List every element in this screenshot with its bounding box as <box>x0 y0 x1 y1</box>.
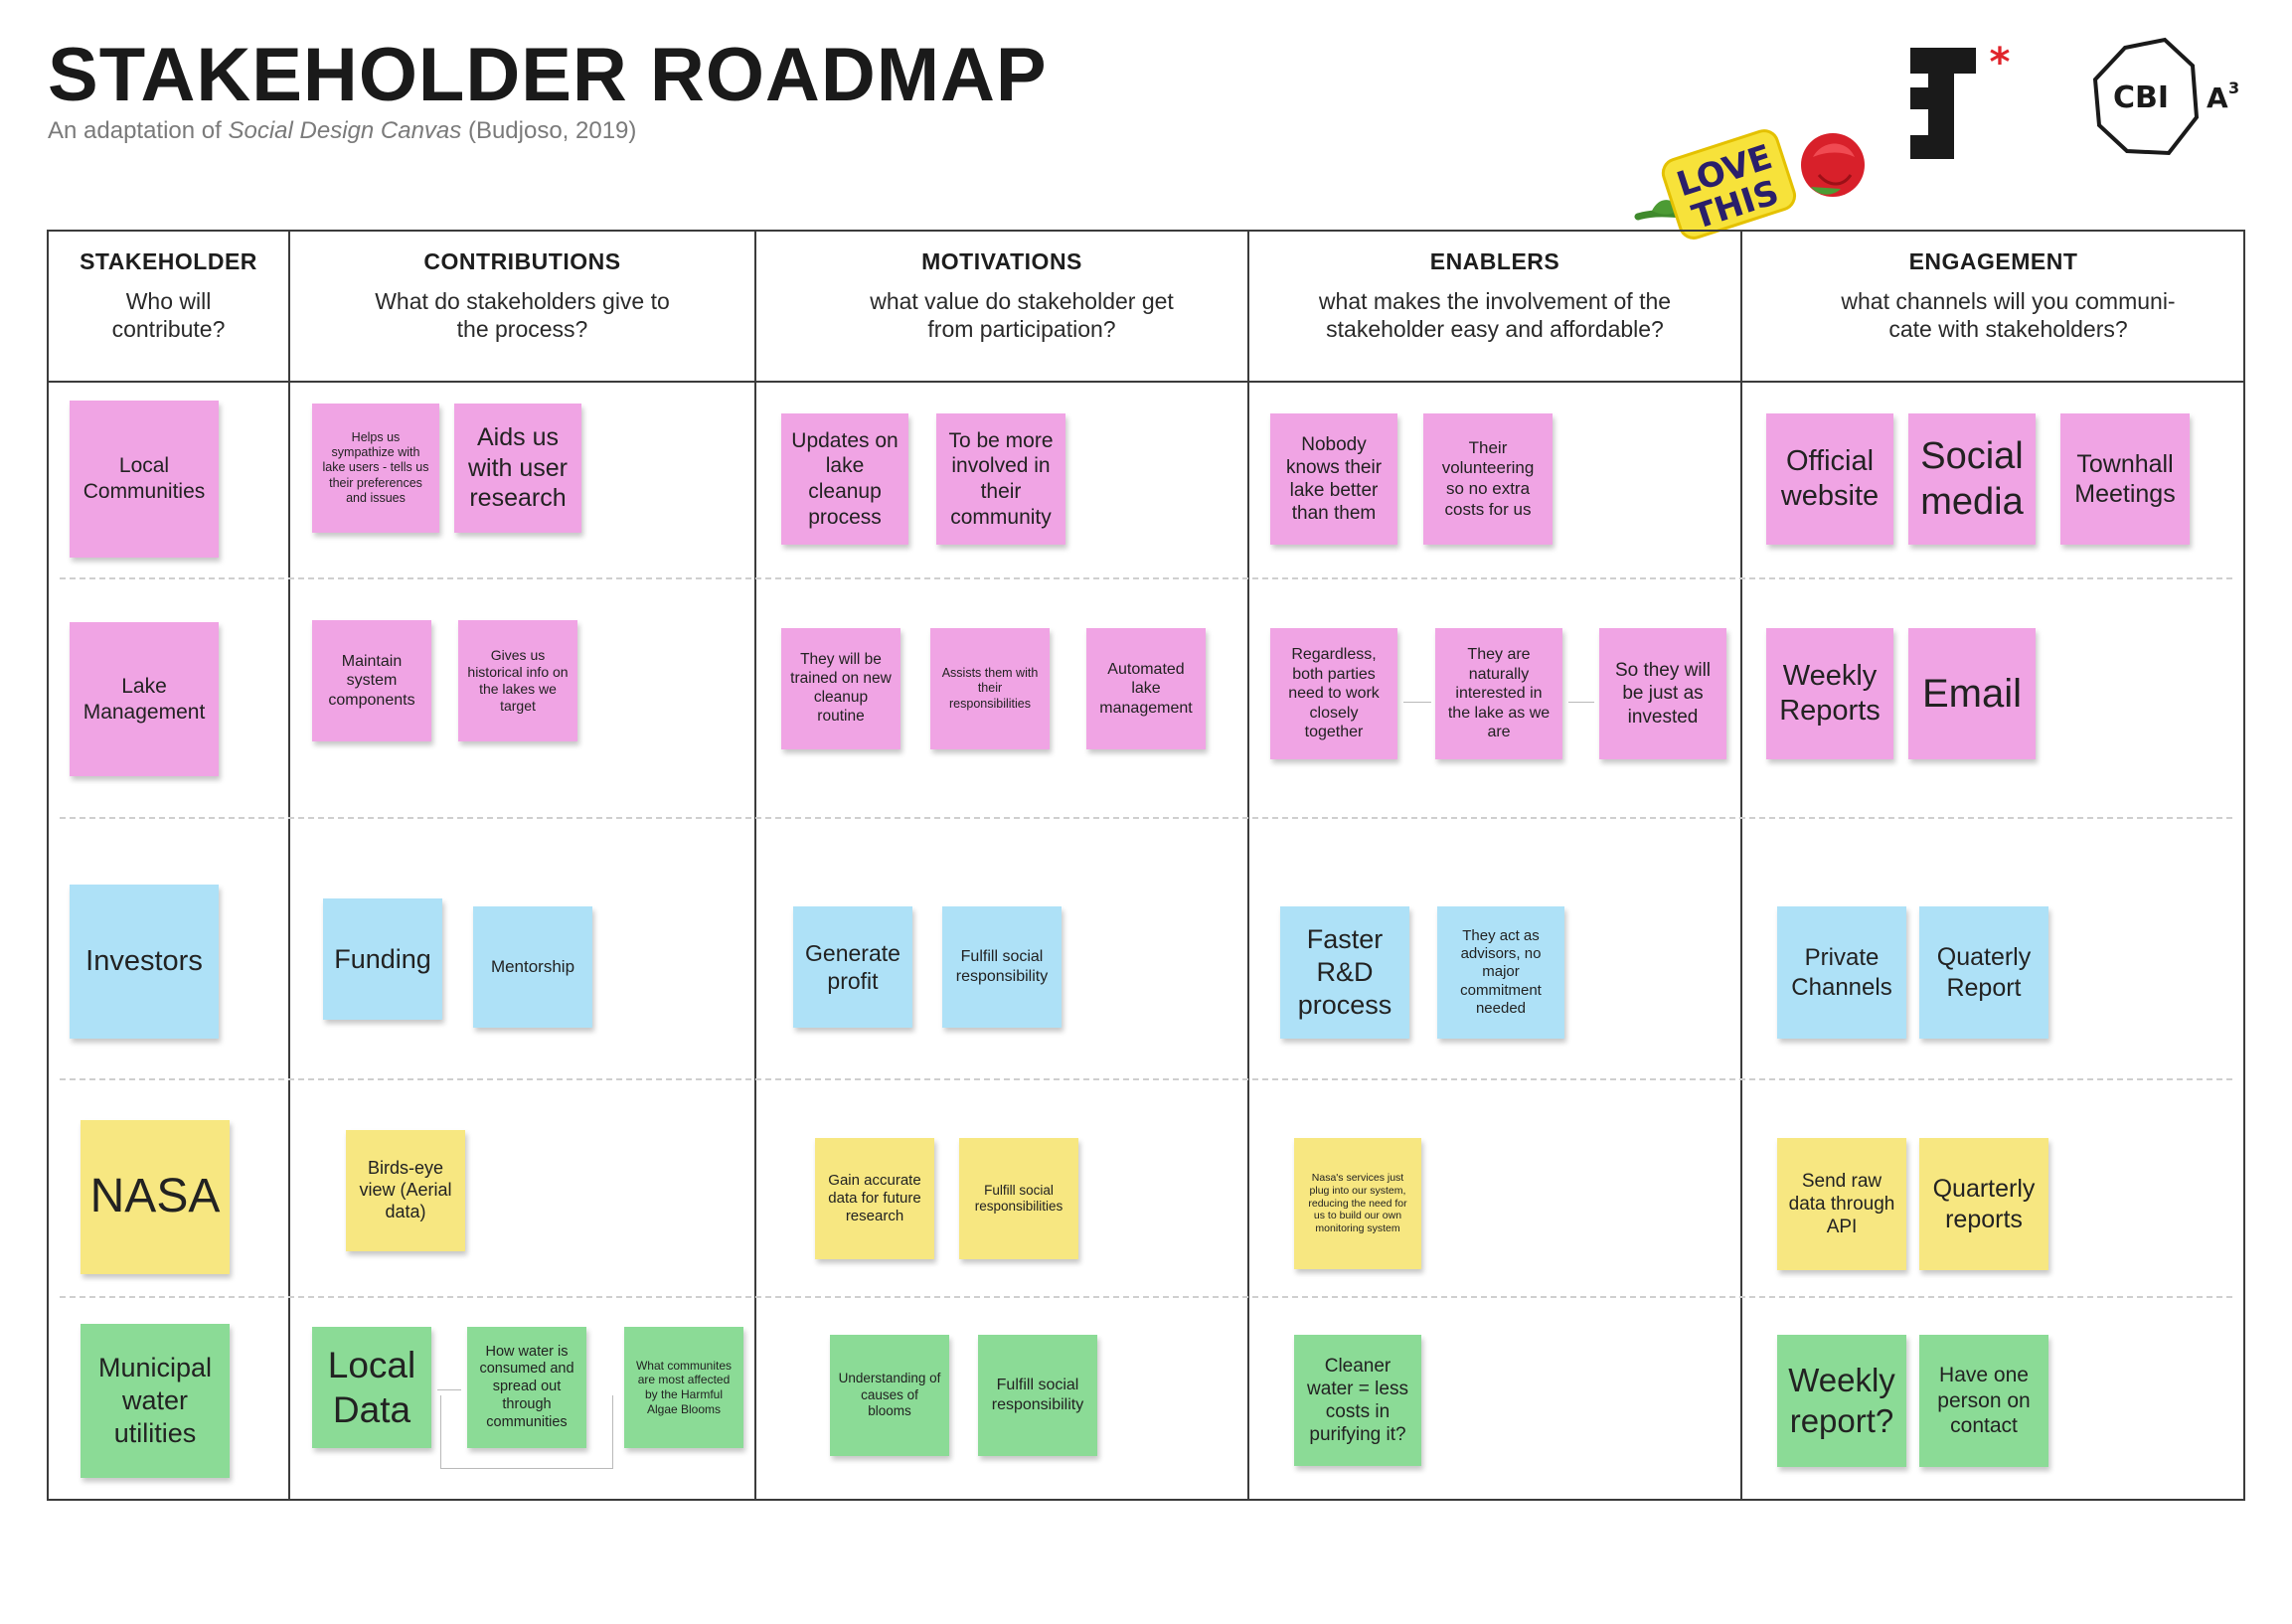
sticky-note[interactable]: Understanding of causes of blooms <box>830 1335 949 1456</box>
sticky-note[interactable]: Helps us sympathize with lake users - te… <box>312 404 439 533</box>
sticky-note[interactable]: Nobody knows their lake better than them <box>1270 413 1397 545</box>
sticky-note[interactable]: Have one person on contact <box>1919 1335 2048 1467</box>
subtitle-prefix: An adaptation of <box>48 117 229 144</box>
column-question: what channels will you communi-cate with… <box>1841 288 2176 342</box>
column-question: what makes the involvement of the stakeh… <box>1318 288 1672 342</box>
sticky-note[interactable]: They are naturally interested in the lak… <box>1435 628 1562 759</box>
sticky-note[interactable]: So they will be just as invested <box>1599 628 1726 759</box>
subtitle-suffix: (Budjoso, 2019) <box>461 117 637 144</box>
sticky-note[interactable]: Cleaner water = less costs in purifying … <box>1294 1335 1421 1466</box>
a3-text: A <box>2207 81 2228 114</box>
cbi-text: CBI <box>2113 81 2169 115</box>
sticky-note[interactable]: Weekly report? <box>1777 1335 1906 1467</box>
sticky-note[interactable]: Local Communities <box>70 401 219 558</box>
column-header-stakeholder: STAKEHOLDER Who will contribute? <box>49 248 288 343</box>
sticky-note[interactable]: Nasa's services just plug into our syste… <box>1294 1138 1421 1269</box>
column-question: Who will contribute? <box>111 288 226 342</box>
sticky-note[interactable]: Funding <box>323 898 442 1020</box>
column-heading: ENABLERS <box>1429 248 1560 274</box>
love-this-sticker: LOVE THIS <box>1630 117 1888 261</box>
sticky-note[interactable]: Regardless, both parties need to work cl… <box>1270 628 1397 759</box>
sticky-note[interactable]: Lake Management <box>70 622 219 776</box>
column-heading: MOTIVATIONS <box>921 248 1082 274</box>
connector-arrow <box>437 1389 461 1390</box>
row-separator <box>60 1296 2232 1298</box>
column-heading: CONTRIBUTIONS <box>423 248 621 274</box>
sticky-note[interactable]: They act as advisors, no major commitmen… <box>1437 906 1564 1039</box>
sticky-note[interactable]: NASA <box>81 1120 230 1274</box>
row-separator <box>60 577 2232 579</box>
sticky-note[interactable]: Faster R&D process <box>1280 906 1409 1039</box>
sticky-note[interactable]: Municipal water utilities <box>81 1324 230 1478</box>
page-subtitle: An adaptation of Social Design Canvas (B… <box>48 117 636 145</box>
connector-arrow <box>1403 702 1431 703</box>
column-header-engagement: ENGAGEMENT what channels will you commun… <box>1742 248 2244 343</box>
roadmap-board <box>47 230 2245 1501</box>
sticky-note[interactable]: Assists them with their responsibilities <box>930 628 1050 749</box>
sticky-note[interactable]: Investors <box>70 885 219 1039</box>
sticky-note[interactable]: Their volunteering so no extra costs for… <box>1423 413 1553 545</box>
sticky-note[interactable]: Updates on lake cleanup process <box>781 413 908 545</box>
row-separator <box>60 1078 2232 1080</box>
sticky-note[interactable]: How water is consumed and spread out thr… <box>467 1327 586 1448</box>
sticky-note[interactable]: Gives us historical info on the lakes we… <box>458 620 577 741</box>
sticky-note[interactable]: Private Channels <box>1777 906 1906 1039</box>
column-divider <box>754 230 756 1501</box>
column-question: What do stakeholders give to the process… <box>375 288 670 342</box>
column-heading: ENGAGEMENT <box>1908 248 2078 274</box>
sticky-note[interactable]: Automated lake management <box>1086 628 1206 749</box>
column-divider <box>1740 230 1742 1501</box>
sticky-note[interactable]: Weekly Reports <box>1766 628 1893 759</box>
sticky-note[interactable]: Maintain system components <box>312 620 431 741</box>
a3-superscript: 3 <box>2228 79 2239 97</box>
sticky-note[interactable]: Official website <box>1766 413 1893 545</box>
f-logo: * <box>1900 40 2030 168</box>
asterisk-icon: * <box>1990 44 2011 85</box>
column-header-motivations: MOTIVATIONS what value do stakeholder ge… <box>756 248 1247 343</box>
connector-loop <box>440 1395 613 1469</box>
sticky-note[interactable]: Generate profit <box>793 906 912 1028</box>
column-heading: STAKEHOLDER <box>80 248 257 274</box>
sticky-note[interactable]: Fulfill social responsibility <box>978 1335 1097 1456</box>
sticky-note[interactable]: Email <box>1908 628 2036 759</box>
sticky-note[interactable]: Birds-eye view (Aerial data) <box>346 1130 465 1251</box>
sticky-note[interactable]: Quaterly Report <box>1919 906 2048 1039</box>
sticky-note[interactable]: Quarterly reports <box>1919 1138 2048 1270</box>
column-divider <box>1247 230 1249 1501</box>
sticky-note[interactable]: Social media <box>1908 413 2036 545</box>
sticky-note[interactable]: Aids us with user research <box>454 404 581 533</box>
sticky-note[interactable]: Mentorship <box>473 906 592 1028</box>
sticky-note[interactable]: Local Data <box>312 1327 431 1448</box>
sticky-note[interactable]: Fulfill social responsibility <box>942 906 1062 1028</box>
column-header-enablers: ENABLERS what makes the involvement of t… <box>1249 248 1740 343</box>
sticky-note[interactable]: Send raw data through API <box>1777 1138 1906 1270</box>
cbi-logo: CBI A 3 <box>2085 36 2254 170</box>
column-header-contributions: CONTRIBUTIONS What do stakeholders give … <box>290 248 754 343</box>
sticky-note[interactable]: They will be trained on new cleanup rout… <box>781 628 900 749</box>
sticky-note[interactable]: To be more involved in their community <box>936 413 1065 545</box>
column-divider <box>288 230 290 1501</box>
subtitle-italic: Social Design Canvas <box>228 117 462 144</box>
column-question: what value do stakeholder get from parti… <box>870 288 1174 342</box>
sticky-note[interactable]: Fulfill social responsibilities <box>959 1138 1078 1259</box>
row-separator <box>60 817 2232 819</box>
page-title: STAKEHOLDER ROADMAP <box>48 33 1048 117</box>
header-divider <box>47 381 2245 383</box>
sticky-note[interactable]: Townhall Meetings <box>2060 413 2190 545</box>
connector-arrow <box>1568 702 1594 703</box>
sticky-note[interactable]: What communites are most affected by the… <box>624 1327 743 1448</box>
sticky-note[interactable]: Gain accurate data for future research <box>815 1138 934 1259</box>
